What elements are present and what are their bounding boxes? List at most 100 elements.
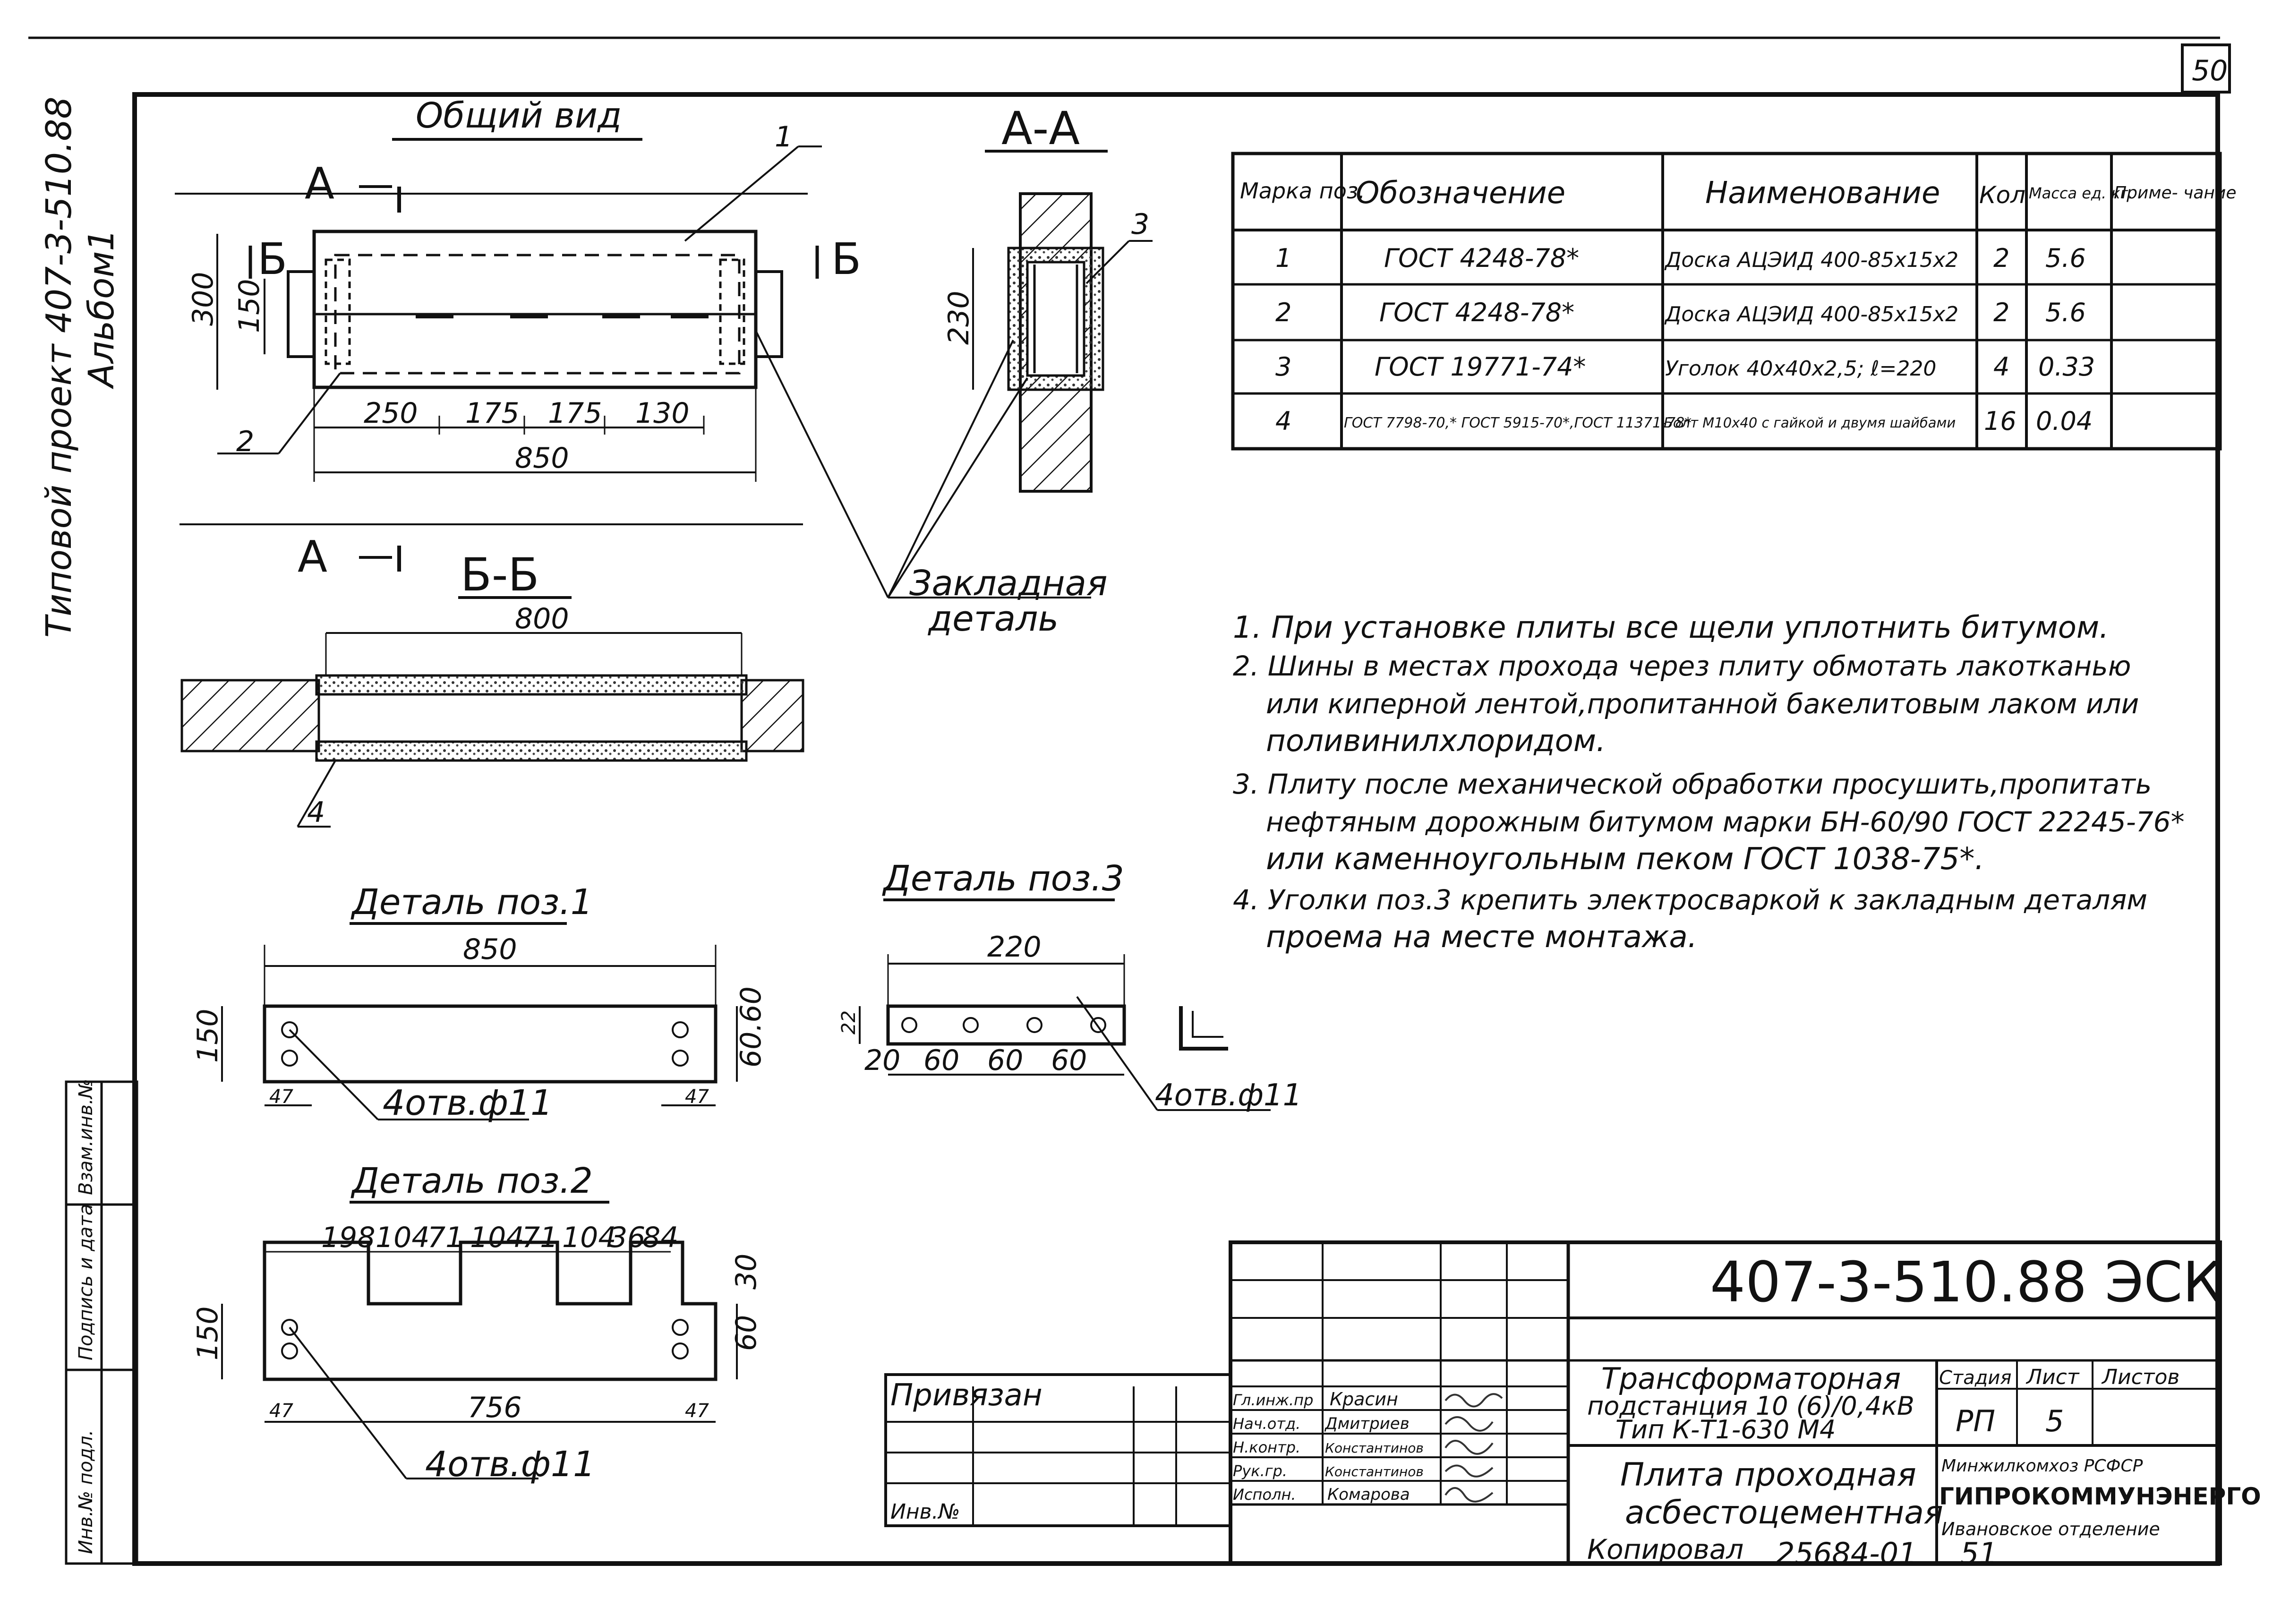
svg-text:Привязан: Привязан [890,1378,1042,1413]
svg-text:Инв.№: Инв.№ [890,1500,960,1524]
side-title: Типовой проект 407-3-510.88 Альбом1 [39,96,122,638]
svg-text:Стадия: Стадия [1939,1367,2011,1389]
svg-text:60: 60 [987,1044,1023,1077]
svg-text:150: 150 [191,1009,224,1063]
svg-text:Болт М10х40 с гайкой и двумя ш: Болт М10х40 с гайкой и двумя шайбами [1664,415,1956,431]
th-name: Наименование [1705,176,1940,211]
svg-text:84: 84 [642,1221,678,1254]
svg-text:22: 22 [838,1010,860,1034]
th-note: Приме- чание [2114,183,2236,203]
svg-text:ГОСТ 4248-78*: ГОСТ 4248-78* [1384,243,1579,273]
svg-text:Красин: Красин [1330,1389,1398,1410]
stamp-signatures [1444,1393,1503,1503]
svg-text:4: 4 [1993,352,2009,382]
svg-text:Нач.отд.: Нач.отд. [1233,1415,1300,1433]
svg-text:0.04: 0.04 [2036,406,2093,436]
sheet-frame [28,36,2231,1566]
svg-text:2: 2 [1275,298,1291,327]
svg-text:104: 104 [562,1221,616,1254]
svg-text:проема на месте монтажа.: проема на месте монтажа. [1266,920,1697,955]
svg-text:Б: Б [831,234,861,284]
svg-text:16: 16 [1984,406,2017,436]
svg-text:Закладная: Закладная [909,563,1108,604]
svg-text:198: 198 [321,1221,376,1254]
general-view [175,138,822,572]
svg-text:Исполн.: Исполн. [1233,1486,1296,1504]
svg-text:0.33: 0.33 [2038,352,2095,382]
svg-text:850: 850 [463,933,517,966]
detail-2-title: Деталь поз.2 [350,1161,593,1201]
svg-text:или каменноугольным пеком ГОСТ: или каменноугольным пеком ГОСТ 1038-75*. [1266,842,1984,877]
sheet-number: 50 [2192,54,2228,87]
svg-text:Доска АЦЭИД 400-85х15х2: Доска АЦЭИД 400-85х15х2 [1664,248,1958,272]
svg-text:Тип К-Т1-630 М4: Тип К-Т1-630 М4 [1615,1415,1836,1445]
svg-text:20: 20 [864,1044,900,1077]
svg-text:5.6: 5.6 [2045,243,2086,273]
svg-text:2: 2 [1993,298,2009,327]
th-mass: Масса ед. кг. [2029,184,2133,202]
svg-text:Константинов: Константинов [1325,1464,1424,1479]
svg-text:ГОСТ 19771-74*: ГОСТ 19771-74* [1375,352,1586,382]
section-bb-title: Б-Б [461,548,539,601]
svg-text:Лист: Лист [2025,1365,2080,1389]
svg-text:800: 800 [515,602,569,635]
svg-text:ГОСТ 4248-78*: ГОСТ 4248-78* [1379,298,1574,327]
svg-text:асбестоцементная: асбестоцементная [1625,1494,1943,1531]
svg-text:4: 4 [1275,406,1291,436]
svg-text:Дмитриев: Дмитриев [1324,1414,1410,1433]
svg-text:4. Уголки поз.3 крепить электр: 4. Уголки поз.3 крепить электросваркой к… [1233,884,2147,916]
svg-text:60.60: 60.60 [735,986,768,1068]
svg-text:Ивановское отделение: Ивановское отделение [1941,1519,2160,1539]
svg-text:4отв.ф11: 4отв.ф11 [383,1083,553,1123]
svg-text:756: 756 [468,1391,522,1424]
stamp-roles: Гл.инж.пр Нач.отд. Н.контр. Рук.гр. Испо… [1233,1389,1424,1504]
svg-text:Листов: Листов [2101,1365,2179,1389]
svg-text:Взам.инв.№: Взам.инв.№ [75,1079,97,1195]
svg-text:3: 3 [1275,352,1291,382]
svg-text:60: 60 [1051,1044,1087,1077]
svg-text:Инв.№ подл.: Инв.№ подл. [75,1430,97,1554]
detail-1-title: Деталь поз.1 [350,882,593,923]
svg-text:250: 250 [364,397,418,430]
svg-text:71: 71 [427,1221,463,1254]
svg-text:ГОСТ 7798-70,* ГОСТ 5915-70*,Г: ГОСТ 7798-70,* ГОСТ 5915-70*,ГОСТ 11371-… [1344,415,1692,431]
svg-text:Типовой проект 407-3-510.88: Типовой проект 407-3-510.88 [39,96,79,638]
detail-2 [221,1201,738,1479]
svg-text:Н.контр.: Н.контр. [1233,1438,1300,1456]
svg-text:47: 47 [269,1400,293,1422]
svg-text:60: 60 [923,1044,959,1077]
svg-text:130: 130 [635,397,690,430]
svg-text:60: 60 [730,1315,763,1351]
spec-row-1: 1 ГОСТ 4248-78* Доска АЦЭИД 400-85х15х2 … [1275,243,2086,273]
svg-text:Плита проходная: Плита проходная [1620,1456,1916,1494]
general-view-title: Общий вид [416,95,622,136]
svg-text:деталь: деталь [927,598,1059,639]
spec-row-4: 4 ГОСТ 7798-70,* ГОСТ 5915-70*,ГОСТ 1137… [1275,406,2093,436]
svg-text:175: 175 [548,397,602,430]
spec-row-3: 3 ГОСТ 19771-74* Уголок 40х40х2,5; ℓ=220… [1275,352,2095,382]
svg-text:2: 2 [236,425,254,458]
svg-text:30: 30 [730,1254,763,1290]
svg-text:47: 47 [269,1086,293,1108]
svg-text:Гл.инж.пр: Гл.инж.пр [1233,1391,1313,1409]
svg-text:Константинов: Константинов [1325,1440,1424,1456]
svg-text:71: 71 [522,1221,558,1254]
svg-text:51: 51 [1960,1536,1998,1571]
svg-text:Альбом1: Альбом1 [81,229,122,389]
svg-text:Минжилкомхоз РСФСР: Минжилкомхоз РСФСР [1941,1456,2143,1476]
svg-text:4: 4 [307,796,325,829]
title-block [884,1240,2222,1565]
svg-text:2. Шины в местах прохода через: 2. Шины в местах прохода через плиту обм… [1233,650,2131,682]
svg-text:104: 104 [470,1221,524,1254]
svg-text:104: 104 [376,1221,430,1254]
svg-text:850: 850 [515,442,569,475]
svg-text:3: 3 [1131,208,1149,241]
section-aa-title: А-А [1001,102,1080,155]
section-aa [755,150,1153,598]
detail-1 [221,922,738,1120]
svg-text:Подпись и дата: Подпись и дата [75,1204,97,1360]
spec-row-2: 2 ГОСТ 4248-78* Доска АЦЭИД 400-85х15х2 … [1275,298,2086,327]
svg-text:47: 47 [685,1086,709,1108]
